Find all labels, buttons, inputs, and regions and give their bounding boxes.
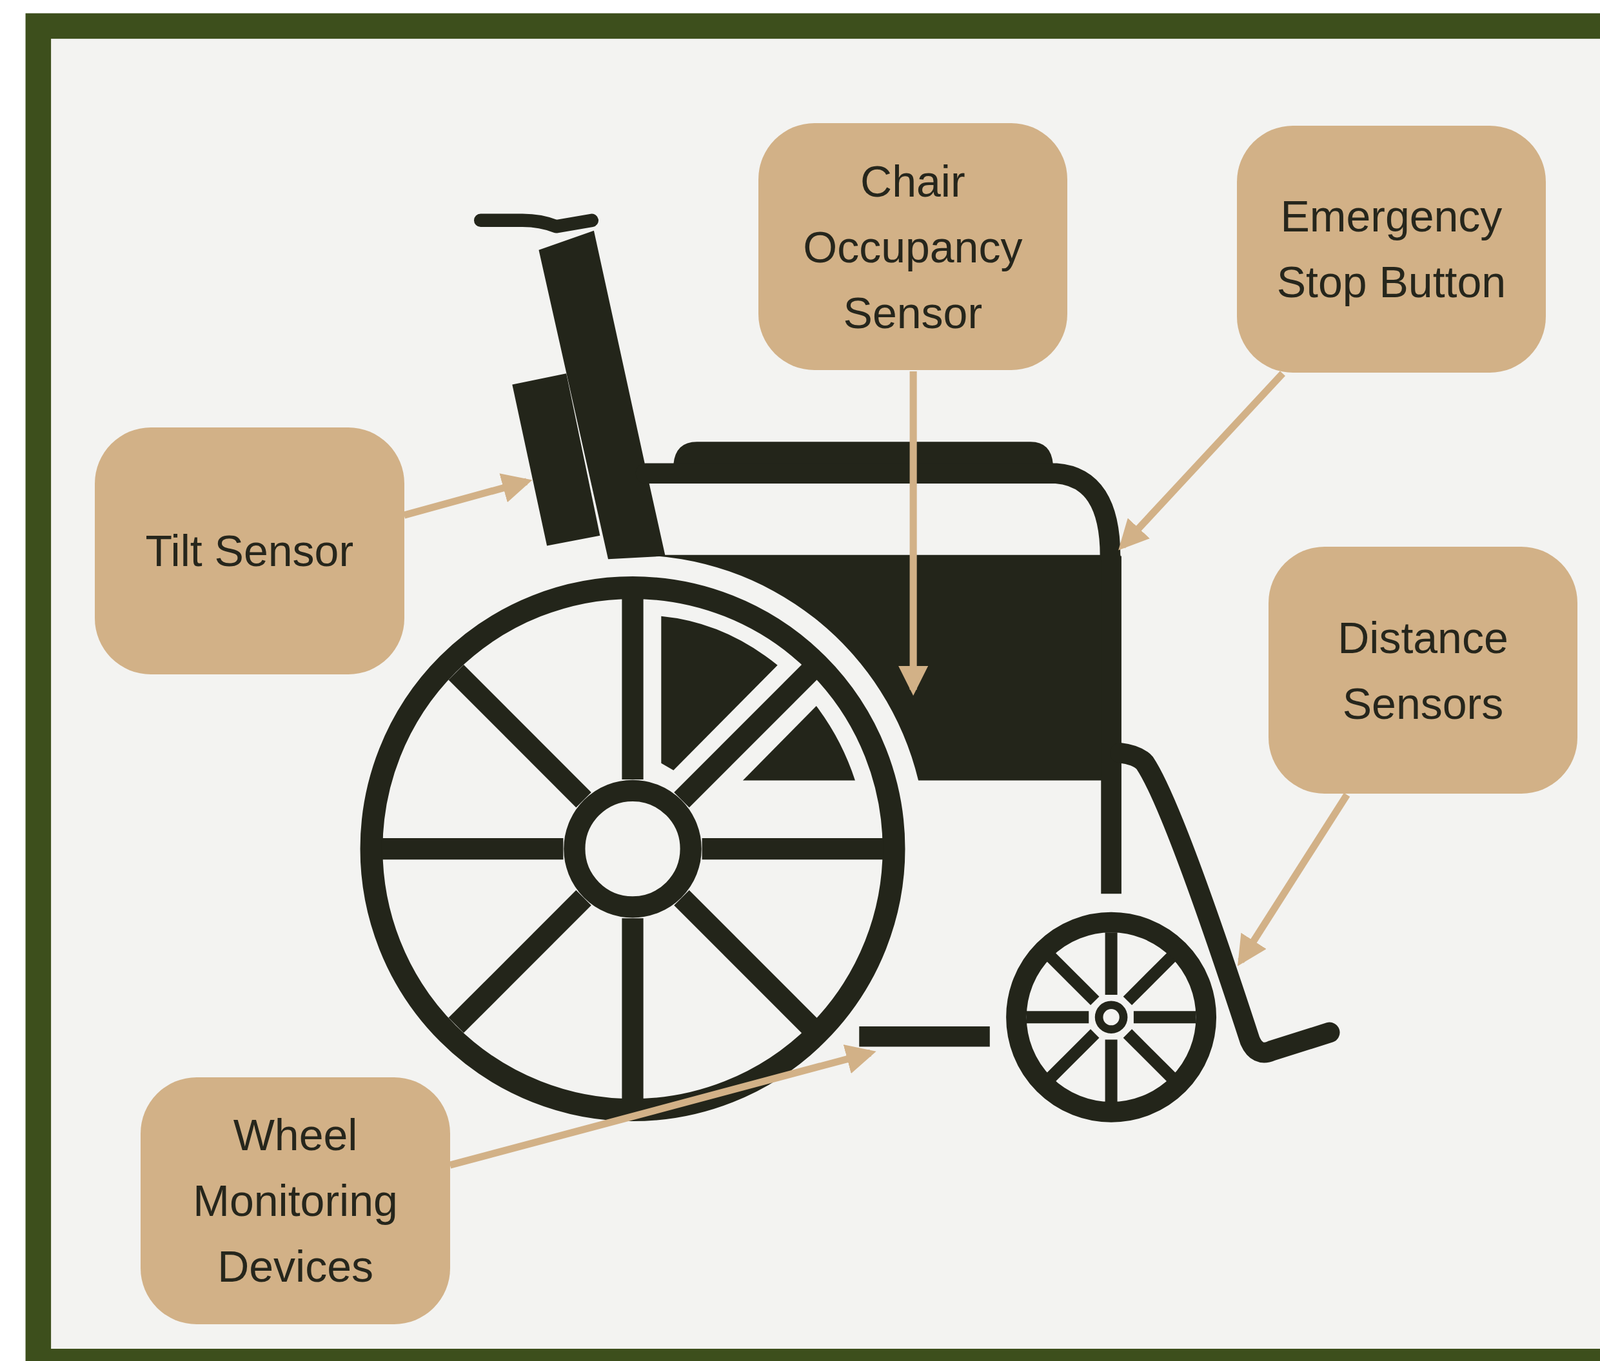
caster-hub-center — [1102, 1009, 1119, 1026]
callout-label: Emergency Stop Button — [1256, 183, 1527, 315]
wheel-spoke — [681, 671, 810, 800]
wheel-spokes — [381, 597, 884, 1101]
callout-label: Distance Sensors — [1287, 604, 1559, 737]
armrest-pad — [673, 441, 1054, 465]
wheel-spoke — [455, 898, 584, 1027]
wheel-spoke — [621, 918, 643, 1101]
leader-arrow — [404, 481, 527, 516]
caster-spoke — [1051, 1033, 1096, 1078]
wheel-spoke — [702, 838, 885, 860]
caster-spoke — [1051, 957, 1096, 1001]
caster-spoke — [1133, 1011, 1197, 1024]
caster-spoke — [1026, 1011, 1090, 1024]
caster-spoke — [1127, 1033, 1172, 1078]
wheel-spoke — [455, 672, 584, 801]
rear-wheel — [371, 587, 894, 1110]
wheel-spoke — [681, 898, 810, 1027]
caster-spoke — [1105, 1040, 1118, 1103]
leader-arrow — [450, 1053, 871, 1166]
callout-label: Wheel Monitoring Devices — [159, 1102, 431, 1300]
leader-arrow — [909, 371, 918, 691]
callout-box: Wheel Monitoring Devices — [140, 1077, 450, 1325]
footrest-leg — [1120, 753, 1330, 1054]
caster-spokes — [1026, 932, 1197, 1103]
front-post — [1100, 555, 1122, 894]
callout-box: Chair Occupancy Sensor — [758, 123, 1068, 371]
push-handle — [480, 220, 592, 227]
caster-spoke — [1127, 957, 1172, 1001]
backrest-pad — [512, 373, 600, 546]
leader-arrow — [1122, 373, 1283, 546]
wheel-spoke — [381, 838, 564, 860]
caster-spoke — [1105, 932, 1118, 996]
frame-border — [38, 25, 1600, 1361]
wheel-spoke — [621, 597, 643, 780]
lower-bar — [859, 1026, 990, 1048]
caster-wheel — [1016, 922, 1206, 1113]
callout-box: Tilt Sensor — [94, 427, 404, 675]
wheel-hub — [574, 790, 691, 907]
armrest-tube — [646, 473, 1111, 556]
callout-label: Tilt Sensor — [145, 517, 354, 584]
callout-label: Chair Occupancy Sensor — [777, 148, 1048, 346]
leader-arrow — [1240, 795, 1348, 962]
callout-box: Emergency Stop Button — [1236, 125, 1546, 373]
caster-hub — [1095, 1000, 1128, 1034]
callout-box: Distance Sensors — [1268, 546, 1578, 794]
